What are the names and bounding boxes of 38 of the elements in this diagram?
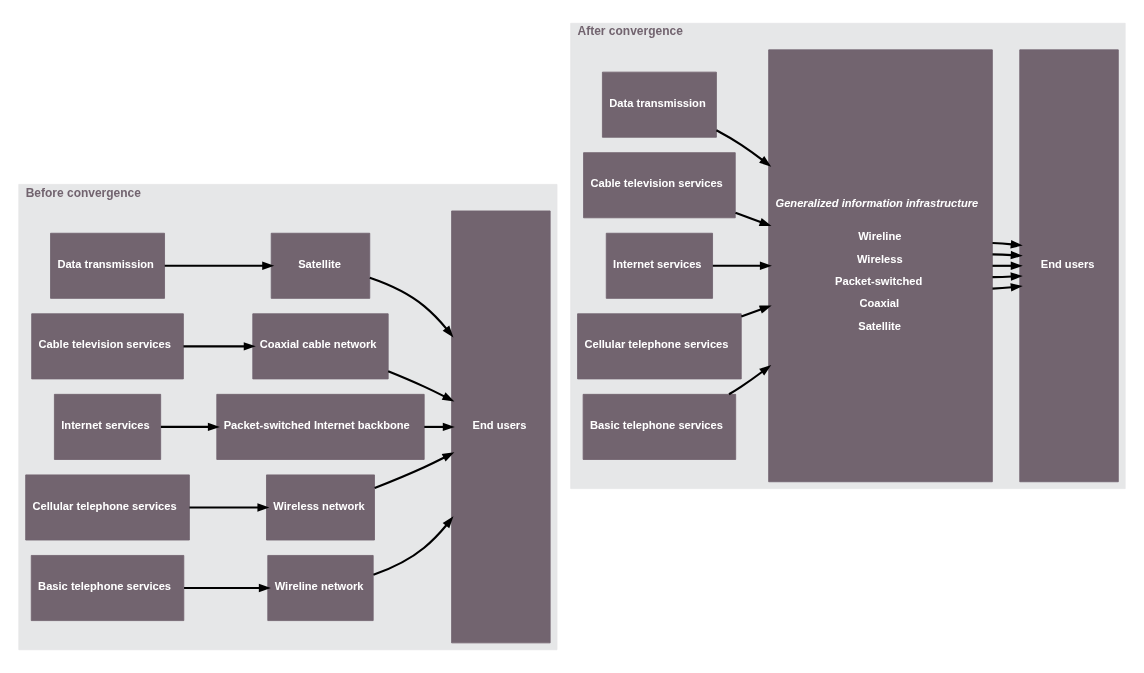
- arrow: [992, 250, 1023, 260]
- node-box: Cable television services: [31, 313, 184, 380]
- arrow: [374, 452, 455, 489]
- arrow: [728, 364, 772, 396]
- arrow: [189, 503, 270, 512]
- arrow: [992, 283, 1023, 292]
- node-box: Wireless network: [266, 474, 375, 541]
- arrow: [424, 422, 455, 432]
- node-box: Internet services: [53, 393, 162, 460]
- node-box: Basic telephone services: [30, 555, 185, 621]
- arrow: [184, 583, 271, 593]
- arrow: [735, 211, 772, 227]
- node-box: Packet-switched Internet backbone: [216, 393, 425, 460]
- node-box: Generalized information infrastructure Wireline Wireless Packet-switched Coaxial Satellite: [768, 49, 993, 483]
- node-box: Data transmission: [602, 71, 717, 138]
- node-box: Basic telephone services: [582, 393, 737, 460]
- node-box: Satellite: [270, 232, 371, 299]
- arrow: [712, 261, 772, 270]
- arrow: [160, 422, 220, 432]
- node-box: Cellular telephone services: [577, 313, 742, 380]
- node-box: End users: [1019, 49, 1119, 483]
- node-box: Cable television services: [583, 152, 736, 219]
- arrow: [992, 272, 1023, 281]
- arrow: [387, 370, 455, 402]
- arrow: [740, 305, 772, 318]
- arrow: [183, 342, 256, 351]
- node-box: Data transmission: [50, 232, 165, 299]
- arrow: [992, 240, 1023, 249]
- node-box: Wireline network: [267, 555, 374, 621]
- arrow: [992, 261, 1023, 270]
- arrow: [715, 129, 772, 167]
- arrow: [369, 276, 454, 338]
- arrow: [373, 516, 454, 576]
- node-box: Internet services: [605, 232, 713, 299]
- node-box: End users: [451, 210, 551, 644]
- arrow: [164, 261, 275, 270]
- node-box: Cellular telephone services: [25, 474, 190, 541]
- node-box: Coaxial cable network: [252, 313, 389, 380]
